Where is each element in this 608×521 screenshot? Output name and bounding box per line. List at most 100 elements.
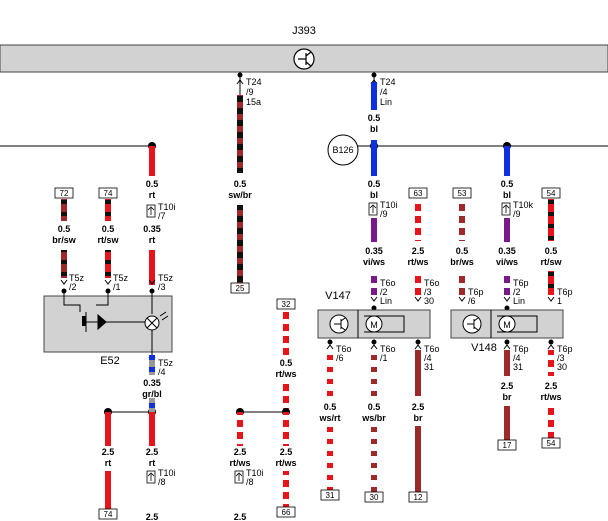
svg-text:/3: /3 xyxy=(557,353,565,363)
svg-text:br/ws: br/ws xyxy=(450,257,474,267)
svg-text:15a: 15a xyxy=(246,97,261,107)
svg-text:/9: /9 xyxy=(380,209,388,219)
svg-text:vi/ws: vi/ws xyxy=(363,257,385,267)
svg-text:30: 30 xyxy=(557,362,567,372)
svg-text:rt: rt xyxy=(105,458,112,468)
svg-text:/2: /2 xyxy=(380,287,388,297)
svg-text:0.35: 0.35 xyxy=(143,378,161,388)
wire-size-label: 0.5 xyxy=(146,179,159,189)
junction-b126: B126 xyxy=(327,134,359,166)
component-e52: E52 xyxy=(43,288,173,367)
svg-text:T24: T24 xyxy=(246,77,262,87)
svg-text:T10i: T10i xyxy=(246,468,264,478)
wire-segment xyxy=(149,146,155,176)
svg-text:2.5: 2.5 xyxy=(501,381,514,391)
svg-text:/7: /7 xyxy=(158,211,166,221)
svg-text:31: 31 xyxy=(513,362,523,372)
svg-text:0.35: 0.35 xyxy=(143,224,161,234)
svg-text:br: br xyxy=(414,413,423,423)
svg-text:T10i: T10i xyxy=(158,468,176,478)
component-v147: M V147 xyxy=(317,290,431,339)
svg-text:T10i: T10i xyxy=(380,200,398,210)
svg-text:T6p: T6p xyxy=(557,287,573,297)
svg-text:0.5: 0.5 xyxy=(368,113,381,123)
svg-text:sw/br: sw/br xyxy=(228,190,252,200)
svg-text:rt/ws: rt/ws xyxy=(407,257,428,267)
svg-text:br/sw: br/sw xyxy=(52,235,77,245)
svg-text:rt/ws: rt/ws xyxy=(540,392,561,402)
control-unit-label: J393 xyxy=(292,25,316,37)
svg-text:T5z: T5z xyxy=(113,273,129,283)
svg-text:0.5: 0.5 xyxy=(102,224,115,234)
svg-text:ws/rt: ws/rt xyxy=(318,413,340,423)
svg-text:T6p: T6p xyxy=(557,344,573,354)
svg-text:rt: rt xyxy=(149,235,156,245)
svg-text:/4: /4 xyxy=(380,87,388,97)
svg-text:M: M xyxy=(503,320,511,330)
svg-text:2.5: 2.5 xyxy=(234,512,247,521)
svg-text:rt/ws: rt/ws xyxy=(229,458,250,468)
svg-text:Lin: Lin xyxy=(380,97,392,107)
svg-text:V147: V147 xyxy=(325,290,351,302)
svg-text:T24: T24 xyxy=(380,77,396,87)
svg-text:T6o: T6o xyxy=(336,344,352,354)
svg-text:53: 53 xyxy=(458,189,467,198)
svg-text:0.5: 0.5 xyxy=(368,179,381,189)
svg-text:vi/ws: vi/ws xyxy=(496,257,518,267)
svg-text:T6p: T6p xyxy=(513,344,529,354)
svg-text:br: br xyxy=(503,392,512,402)
svg-text:T6p: T6p xyxy=(513,278,529,288)
svg-text:/9: /9 xyxy=(246,87,254,97)
svg-text:/2: /2 xyxy=(69,282,77,292)
diode-icon xyxy=(84,313,112,331)
svg-text:Lin: Lin xyxy=(513,296,525,306)
svg-text:rt/ws: rt/ws xyxy=(275,458,296,468)
svg-text:32: 32 xyxy=(282,300,291,309)
svg-text:bl: bl xyxy=(370,190,378,200)
svg-text:Lin: Lin xyxy=(380,296,392,306)
svg-text:/8: /8 xyxy=(246,477,254,487)
svg-text:2.5: 2.5 xyxy=(146,447,159,457)
svg-text:2.5: 2.5 xyxy=(146,512,159,521)
control-unit-j393: J393 xyxy=(0,25,608,73)
svg-text:30: 30 xyxy=(424,296,434,306)
svg-text:M: M xyxy=(370,320,378,330)
svg-text:74: 74 xyxy=(104,510,113,519)
svg-text:0.5: 0.5 xyxy=(501,179,514,189)
svg-text:T5z: T5z xyxy=(69,273,85,283)
svg-text:63: 63 xyxy=(414,189,423,198)
svg-text:rt/ws: rt/ws xyxy=(275,369,296,379)
svg-text:2.5: 2.5 xyxy=(412,402,425,412)
svg-text:V148: V148 xyxy=(471,342,497,354)
wire-color-label: rt xyxy=(149,190,156,200)
svg-text:54: 54 xyxy=(547,189,556,198)
svg-text:0.5: 0.5 xyxy=(234,179,247,189)
svg-text:0.5: 0.5 xyxy=(58,224,71,234)
svg-text:/8: /8 xyxy=(158,477,166,487)
svg-text:0.35: 0.35 xyxy=(365,246,383,256)
svg-text:30: 30 xyxy=(370,493,379,502)
svg-text:T5z: T5z xyxy=(158,358,174,368)
svg-text:bl: bl xyxy=(503,190,511,200)
svg-text:gr/bl: gr/bl xyxy=(142,389,162,399)
svg-text:/3: /3 xyxy=(424,287,432,297)
connector-t10k-9: T10k /9 xyxy=(501,200,534,219)
svg-text:/2: /2 xyxy=(513,287,521,297)
svg-text:2.5: 2.5 xyxy=(280,447,293,457)
connector-t10i-8a: T10i /8 xyxy=(146,468,176,487)
svg-text:74: 74 xyxy=(104,189,113,198)
ref-label: 25 xyxy=(236,284,245,293)
svg-text:rt: rt xyxy=(149,458,156,468)
svg-text:54: 54 xyxy=(547,439,556,448)
svg-text:ws/br: ws/br xyxy=(361,413,386,423)
svg-text:T6o: T6o xyxy=(380,278,396,288)
svg-text:72: 72 xyxy=(60,189,69,198)
svg-text:/4: /4 xyxy=(424,353,432,363)
connector-t10i-9: T10i /9 xyxy=(368,200,398,219)
svg-text:T6o: T6o xyxy=(424,278,440,288)
svg-text:T10k: T10k xyxy=(513,200,534,210)
svg-text:2.5: 2.5 xyxy=(234,447,247,457)
svg-text:T6o: T6o xyxy=(380,344,396,354)
svg-text:/1: /1 xyxy=(113,282,121,292)
